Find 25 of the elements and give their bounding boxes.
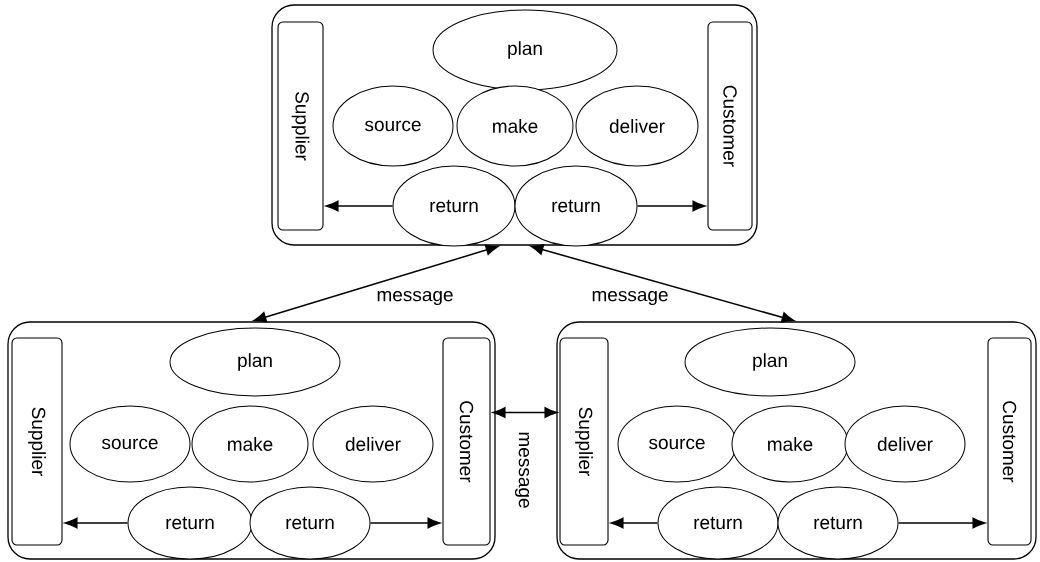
node-label: return [814,516,862,530]
rounded-box [7,321,496,560]
node-label: return [286,516,334,530]
arrow [253,244,499,323]
partner-box: Supplier [559,337,609,546]
edge-label: message [513,430,531,510]
rounded-box [556,321,1037,560]
node-label: return [694,516,742,530]
arrow [897,517,986,529]
partner-box: Supplier [11,337,63,546]
edge-label: message [375,289,455,307]
partner-box: Customer [442,337,491,546]
partner-box: Supplier [277,21,324,231]
partner-box: Customer [707,21,753,231]
arrow [369,517,441,529]
edge-label: message [590,289,670,307]
arrow [530,244,795,323]
partner-box: Customer [987,337,1032,546]
rounded-box [271,4,758,246]
arrow [64,517,129,529]
node-label: return [166,516,214,530]
arrow [636,200,706,212]
arrow [610,517,659,529]
arrow [492,407,558,418]
arrow [325,200,394,212]
